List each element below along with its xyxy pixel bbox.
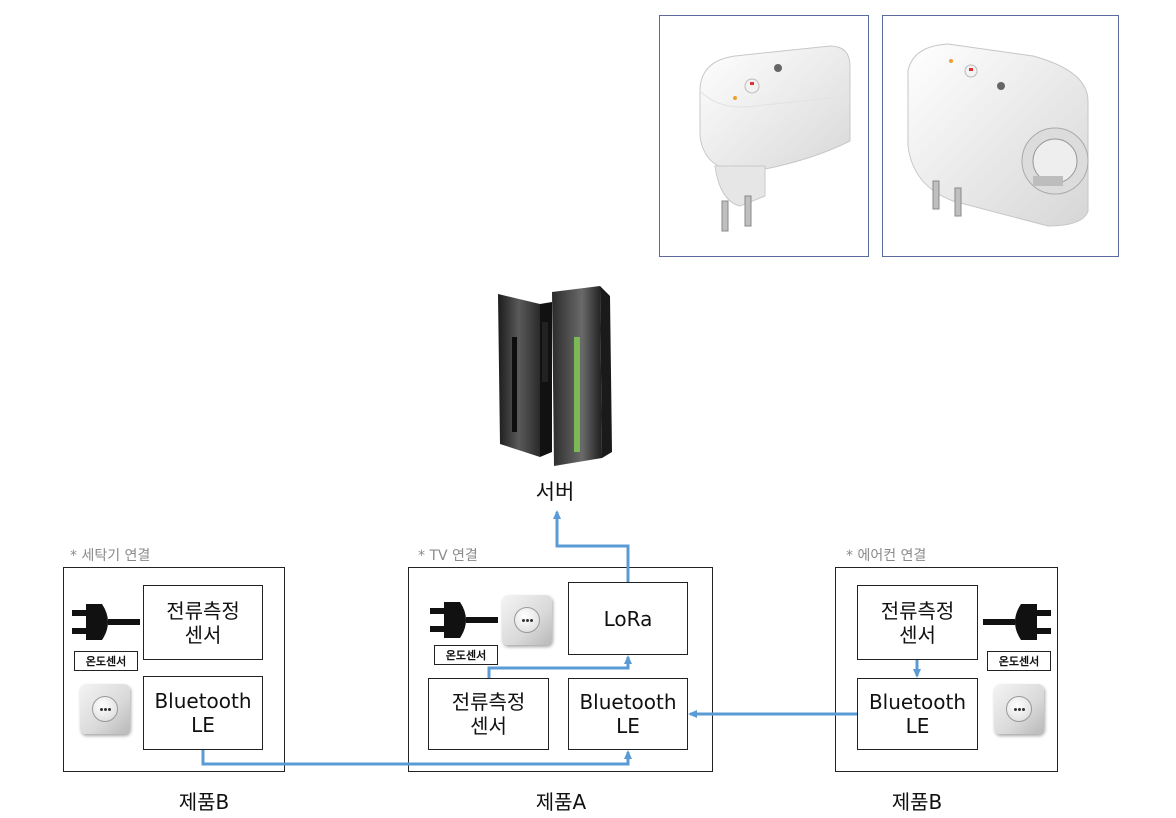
server-label: 서버 bbox=[535, 480, 575, 504]
center-temp-sensor: 온도센서 bbox=[434, 645, 498, 665]
right-product-caption: * 에어컨 연결 bbox=[846, 548, 927, 564]
lora-to-server-line bbox=[553, 510, 630, 582]
server-icon bbox=[490, 282, 620, 467]
center-product-caption: * TV 연결 bbox=[418, 548, 478, 564]
left-temp-sensor: 온도센서 bbox=[74, 651, 138, 671]
right-product-name: 제품B bbox=[891, 790, 943, 814]
center-wall-socket-icon bbox=[502, 595, 552, 645]
left-product-caption: * 세탁기 연결 bbox=[70, 548, 151, 564]
center-current-sensor: 전류측정 센서 bbox=[428, 678, 549, 750]
left-product-name: 제품B bbox=[178, 790, 230, 814]
center-sensor-to-lora-line bbox=[487, 655, 632, 678]
smart-plug-photo-front bbox=[659, 15, 869, 257]
left-bluetooth-le: Bluetooth LE bbox=[143, 676, 263, 750]
left-wall-socket-icon bbox=[80, 684, 130, 734]
smart-plug-photo-angled bbox=[882, 15, 1119, 257]
left-ble-to-center-ble-line bbox=[201, 750, 632, 766]
right-current-sensor: 전류측정 센서 bbox=[857, 585, 978, 660]
right-temp-sensor: 온도센서 bbox=[987, 651, 1051, 671]
right-plug-icon bbox=[983, 602, 1051, 642]
left-plug-icon bbox=[72, 602, 140, 642]
center-bluetooth-le: Bluetooth LE bbox=[568, 678, 688, 750]
center-plug-icon bbox=[430, 600, 498, 640]
right-wall-socket-icon bbox=[994, 684, 1044, 734]
left-current-sensor: 전류측정 센서 bbox=[143, 585, 263, 660]
center-product-name: 제품A bbox=[535, 790, 587, 814]
right-bluetooth-le: Bluetooth LE bbox=[857, 678, 978, 750]
center-lora: LoRa bbox=[568, 582, 688, 655]
